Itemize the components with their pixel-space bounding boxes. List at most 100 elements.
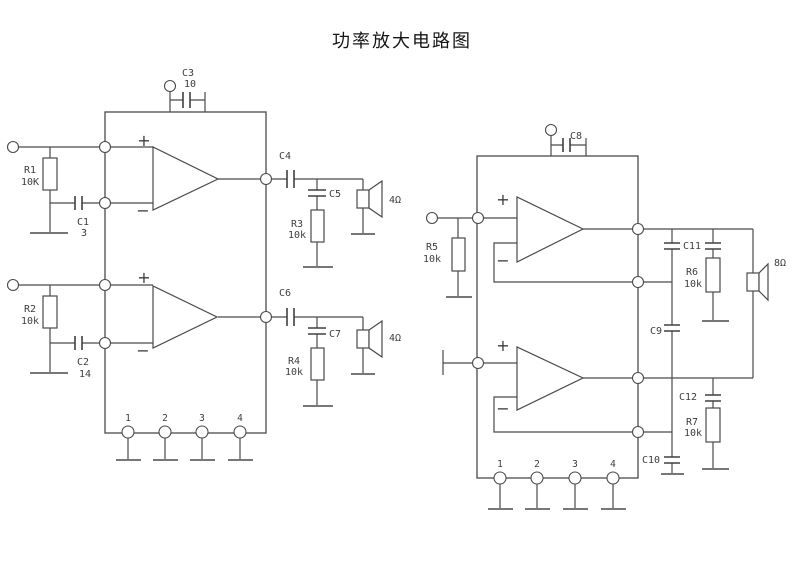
resistor-value: 10k <box>21 316 39 327</box>
capacitor-c7: C7 <box>308 327 341 340</box>
junction-dot <box>98 278 112 292</box>
capacitor-plates <box>664 324 680 332</box>
capacitor-plates <box>308 327 326 335</box>
capacitor-ref: C12 <box>679 392 697 403</box>
speaker-right: 8Ω <box>746 258 786 302</box>
capacitor-c2: C2 14 <box>74 336 91 380</box>
capacitor-plates <box>74 196 83 210</box>
capacitor-ref: C7 <box>329 329 341 340</box>
capacitor-c3: C3 10 <box>163 68 196 108</box>
capacitor-c1: C1 3 <box>74 196 89 239</box>
speaker-icon <box>356 329 370 349</box>
resistor-body <box>705 257 721 293</box>
capacitor-ref: C6 <box>279 288 291 299</box>
pin-number: 3 <box>199 413 205 424</box>
plus-input-label: + <box>137 131 150 150</box>
pin-circle <box>158 425 172 439</box>
opamp-right-bottom: + − <box>496 336 585 418</box>
right-circuit: + − + − R5 10k R6 10k R7 10k <box>423 123 786 510</box>
resistor-r3: R3 10k <box>288 209 325 243</box>
junction-dot <box>98 140 112 154</box>
capacitor-c8: C8 <box>544 123 582 152</box>
capacitor-c9: C9 <box>650 324 680 337</box>
speaker-icon <box>356 189 370 209</box>
wires-left <box>18 91 364 459</box>
input2-terminal-icon <box>6 278 20 292</box>
capacitor-plates <box>286 308 295 326</box>
pin-circle <box>121 425 135 439</box>
capacitor-ref: C9 <box>650 326 662 337</box>
ic-body-left <box>104 111 267 434</box>
junction-dot <box>631 222 645 236</box>
capacitor-ref: C1 <box>77 217 89 228</box>
pin-circle <box>195 425 209 439</box>
capacitor-ref: C10 <box>642 455 660 466</box>
plus-input-label: + <box>496 190 509 209</box>
capacitor-plates <box>705 242 721 250</box>
junction-dot <box>259 172 273 186</box>
resistor-value: 10k <box>285 367 303 378</box>
pin-number: 3 <box>572 459 578 470</box>
resistor-value: 10K <box>21 177 39 188</box>
resistor-ref: R7 <box>686 417 698 428</box>
pin-number: 4 <box>610 459 616 470</box>
speaker-cone-icon <box>368 319 383 359</box>
opamp-left-bottom: + − <box>136 268 219 360</box>
pin-circle <box>233 425 247 439</box>
pin-circle <box>568 471 582 485</box>
resistor-value: 10k <box>423 254 441 265</box>
resistor-ref: R2 <box>24 304 36 315</box>
plus-input-label: + <box>496 336 509 355</box>
input-terminal-icon <box>425 211 439 225</box>
speaker-impedance: 4Ω <box>389 333 401 344</box>
capacitor-c10: C10 <box>642 455 680 466</box>
junction-dot <box>98 336 112 350</box>
ic-body-right <box>476 155 639 479</box>
pin-circle <box>493 471 507 485</box>
ic-pins-left: 1 2 3 4 <box>121 413 247 439</box>
page-title: 功率放大电路图 <box>332 31 472 51</box>
junction-dot <box>631 371 645 385</box>
opamp-icon <box>152 285 219 349</box>
capacitor-ref: C4 <box>279 151 291 162</box>
resistor-value: 10k <box>288 230 306 241</box>
speaker-cone-icon <box>758 262 769 302</box>
minus-input-label: − <box>496 251 509 270</box>
capacitor-plates <box>74 336 83 350</box>
ground-icons-left <box>30 232 375 461</box>
minus-input-label: − <box>136 201 149 220</box>
junction-dot <box>259 310 273 324</box>
pin-circle <box>530 471 544 485</box>
resistor-r4: R4 10k <box>285 347 325 381</box>
capacitor-ref: C2 <box>77 357 89 368</box>
junction-dot <box>631 425 645 439</box>
capacitor-plates <box>664 242 680 250</box>
capacitor-value: 10 <box>184 79 196 90</box>
capacitor-value: 3 <box>81 228 87 239</box>
speaker-impedance: 4Ω <box>389 195 401 206</box>
resistor-ref: R5 <box>426 242 438 253</box>
resistor-ref: R1 <box>24 165 36 176</box>
minus-input-label: − <box>136 341 149 360</box>
opamp-icon <box>516 196 585 263</box>
resistor-r1: R1 10K <box>21 157 58 191</box>
capacitor-plates <box>286 170 295 188</box>
pin-number: 1 <box>497 459 503 470</box>
terminal-icon <box>544 123 558 137</box>
resistor-r6: R6 10k <box>684 242 721 293</box>
resistor-value: 10k <box>684 279 702 290</box>
capacitor-c5: C5 <box>308 189 341 200</box>
pin-number: 1 <box>125 413 131 424</box>
left-circuit: + − + − R1 10K R2 10k R3 10k R4 10k <box>6 68 401 461</box>
capacitor-plates <box>182 92 191 108</box>
resistor-body <box>705 407 721 443</box>
capacitor-plates <box>308 189 326 197</box>
opamp-left-top: + − <box>136 131 220 220</box>
terminal-icon <box>163 79 177 93</box>
junction-dot <box>471 356 485 370</box>
resistor-r7: R7 10k <box>684 407 721 443</box>
minus-input-label: − <box>496 399 509 418</box>
resistor-body <box>42 295 58 329</box>
ground-icons-right <box>446 296 729 510</box>
resistor-ref: R4 <box>288 356 300 367</box>
